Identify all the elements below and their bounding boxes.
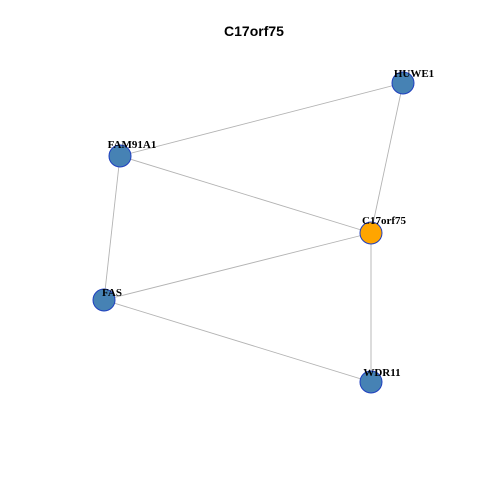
node-wdr11	[359, 370, 383, 394]
edge-fam91a1-huwe1	[119, 82, 404, 157]
node-label-fam91a1: FAM91A1	[108, 139, 157, 151]
node-huwe1	[391, 71, 415, 95]
diagram-title: C17orf75	[224, 23, 284, 39]
node-label-fas: FAS	[102, 287, 122, 299]
node-fas	[92, 288, 116, 312]
edge-fam91a1-fas	[103, 155, 121, 301]
edge-huwe1-c17orf75	[370, 82, 404, 234]
node-label-c17orf75: C17orf75	[362, 215, 406, 227]
node-c17orf75	[359, 221, 383, 245]
edge-fam91a1-c17orf75	[119, 155, 372, 234]
edge-fas-c17orf75	[103, 232, 372, 301]
node-fam91a1	[108, 144, 132, 168]
node-label-wdr11: WDR11	[363, 367, 400, 379]
node-label-huwe1: HUWE1	[394, 68, 434, 80]
edge-layer	[103, 82, 404, 383]
edge-fas-wdr11	[103, 299, 372, 383]
